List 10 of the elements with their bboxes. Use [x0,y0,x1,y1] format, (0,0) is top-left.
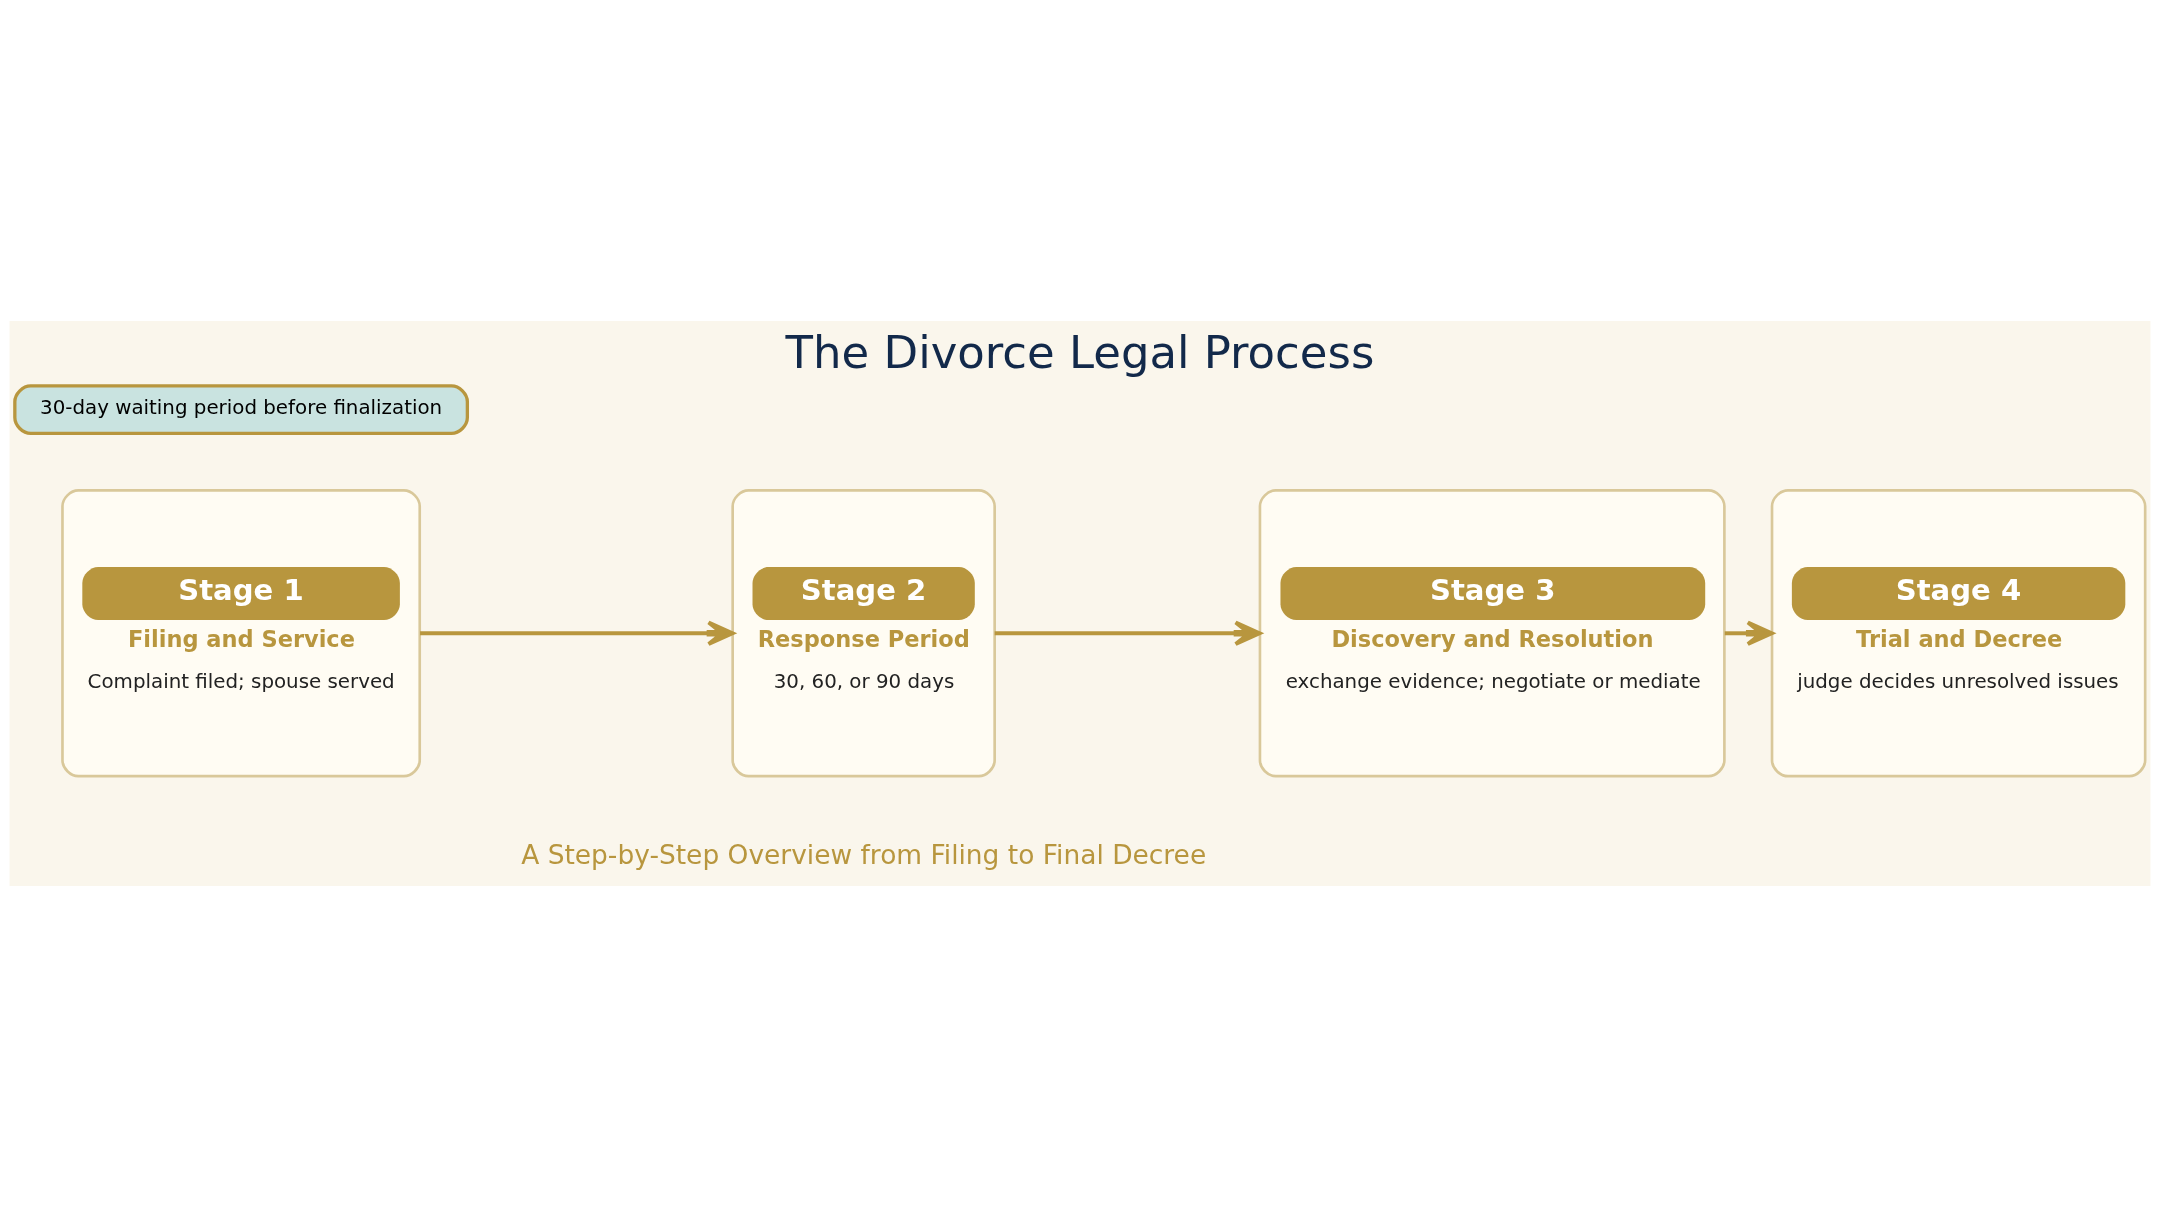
node-box: Stage 2 Response Period 30, 60, or 90 days [731,488,996,777]
label: A Step-by-Step Overview from Filing to Final Decree [521,838,1207,870]
diagram-title: The Divorce Legal Process [785,325,1375,379]
arrow [994,620,1262,646]
node-box: 30-day waiting period before finalization [13,383,470,435]
arrow [1724,620,1774,646]
node-box: Stage 3 Discovery and Resolution exchange evidence; negotiate or mediate [1258,488,1726,777]
node-box: Stage 1 Filing and Service Complaint filed; spouse served [61,488,422,777]
node-box: Stage 4 Trial and Decree judge decides unresolved issues [1770,488,2147,777]
arrow [420,620,735,646]
